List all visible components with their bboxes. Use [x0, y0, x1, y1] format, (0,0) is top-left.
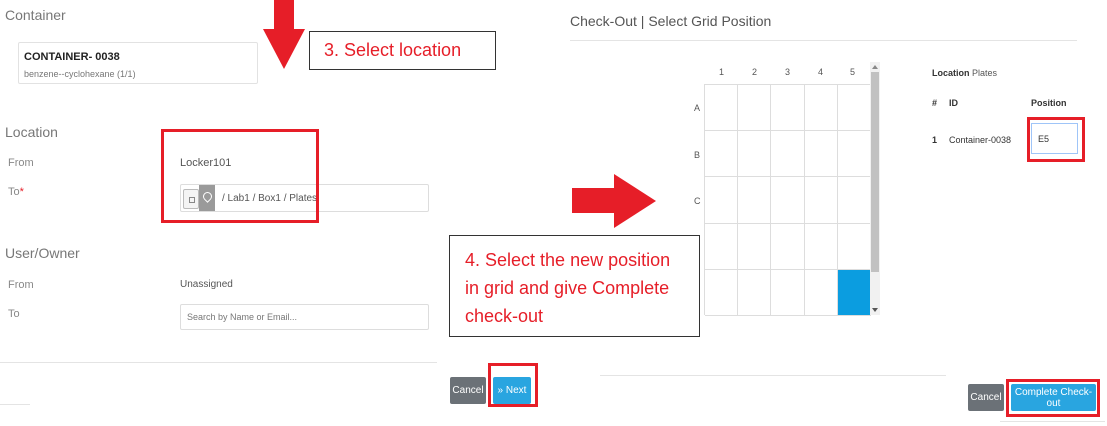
- grid-cell-B4[interactable]: [804, 131, 838, 178]
- arrow-right-icon: [572, 188, 616, 213]
- grid-cell-B2[interactable]: [738, 131, 772, 178]
- grid-cell-C1[interactable]: [705, 177, 739, 224]
- location-highlight-box: [161, 129, 319, 223]
- position-input[interactable]: [1031, 123, 1078, 154]
- owner-section-title: User/Owner: [5, 245, 80, 261]
- grid-row-label: B: [694, 150, 701, 160]
- container-section-title: Container: [5, 7, 66, 23]
- grid-cell-D1[interactable]: [705, 223, 739, 270]
- arrow-down-head-icon: [263, 29, 305, 69]
- scan-icon[interactable]: [183, 189, 199, 209]
- owner-from-value: Unassigned: [180, 279, 233, 290]
- grid-cell-B5[interactable]: [837, 131, 871, 178]
- grid-cell-C2[interactable]: [738, 177, 772, 224]
- grid-cell-B1[interactable]: [705, 131, 739, 178]
- divider: [600, 375, 946, 376]
- step3-note: 3. Select location: [309, 31, 496, 70]
- grid-col-label: 1: [719, 67, 725, 77]
- arrow-right-head-icon: [614, 174, 656, 228]
- grid-cell-E2[interactable]: [738, 269, 772, 316]
- scroll-down-icon[interactable]: [872, 308, 878, 312]
- location-info-value: Plates: [972, 68, 998, 78]
- position-highlight-box: [1027, 117, 1085, 162]
- container-card[interactable]: CONTAINER- 0038 benzene--cyclohexane (1/…: [18, 42, 258, 84]
- grid-row-label: C: [694, 196, 701, 206]
- container-name: CONTAINER- 0038: [24, 51, 120, 63]
- grid-col-label: 5: [850, 67, 856, 77]
- grid-col-label: 4: [818, 67, 824, 77]
- grid-cell-E3[interactable]: [771, 269, 805, 316]
- complete-checkout-highlight-box: [1006, 379, 1100, 417]
- scroll-up-icon[interactable]: [872, 65, 878, 69]
- row-container-id: Container-0038: [949, 135, 1012, 145]
- step4-note: 4. Select the new position in grid and g…: [449, 235, 700, 337]
- grid-cell-A5[interactable]: [837, 85, 871, 132]
- col-header-index: #: [932, 98, 938, 108]
- grid-cell-D2[interactable]: [738, 223, 772, 270]
- grid-cell-A2[interactable]: [738, 85, 772, 132]
- location-path: / Lab1 / Box1 / Plates: [222, 193, 318, 204]
- location-info-label: Location: [932, 68, 970, 78]
- divider: [570, 40, 1077, 41]
- grid-cell-A1[interactable]: [705, 85, 739, 132]
- location-to-input[interactable]: / Lab1 / Box1 / Plates: [180, 184, 429, 212]
- cancel-button[interactable]: Cancel: [450, 377, 486, 404]
- grid-cell-D5[interactable]: [837, 223, 871, 270]
- owner-from-label: From: [8, 279, 34, 291]
- dialog-title: Check-Out | Select Grid Position: [570, 13, 772, 29]
- location-to-label-text: To: [8, 186, 20, 198]
- grid-col-label: 2: [752, 67, 758, 77]
- grid-cell-E4[interactable]: [804, 269, 838, 316]
- grid-cell-D4[interactable]: [804, 223, 838, 270]
- grid-cell-B3[interactable]: [771, 131, 805, 178]
- divider: [1000, 421, 1105, 422]
- grid-cell-C4[interactable]: [804, 177, 838, 224]
- grid-cell-A4[interactable]: [804, 85, 838, 132]
- location-to-label: To*: [8, 186, 24, 198]
- location-section-title: Location: [5, 124, 58, 140]
- grid-cell-C3[interactable]: [771, 177, 805, 224]
- grid-scrollbar-thumb[interactable]: [871, 72, 879, 272]
- row-index: 1: [932, 135, 938, 145]
- arrow-down-icon: [274, 0, 294, 30]
- divider: [0, 404, 30, 405]
- grid-cell-A3[interactable]: [771, 85, 805, 132]
- grid-col-label: 3: [785, 67, 791, 77]
- next-button[interactable]: » Next: [493, 377, 531, 404]
- required-mark: *: [19, 186, 24, 198]
- grid-cell-D3[interactable]: [771, 223, 805, 270]
- cancel-button-checkout[interactable]: Cancel: [968, 384, 1004, 411]
- col-header-position: Position: [1031, 98, 1067, 108]
- next-highlight-box: [488, 363, 538, 407]
- container-contents: benzene--cyclohexane (1/1): [24, 69, 136, 79]
- location-from-value: Locker101: [180, 157, 232, 169]
- owner-search-input[interactable]: [180, 304, 429, 330]
- col-header-id: ID: [949, 98, 958, 108]
- map-pin-icon[interactable]: [199, 185, 215, 211]
- divider: [0, 362, 437, 363]
- location-from-label: From: [8, 157, 34, 169]
- complete-checkout-button[interactable]: Complete Check-out: [1011, 384, 1096, 411]
- grid-cell-C5[interactable]: [837, 177, 871, 224]
- grid-cell-E1[interactable]: [705, 269, 739, 316]
- location-info: Location Plates: [932, 68, 997, 78]
- position-grid: [704, 84, 871, 316]
- owner-to-label: To: [8, 308, 20, 320]
- grid-cell-E5[interactable]: [837, 269, 871, 316]
- grid-row-label: A: [694, 103, 701, 113]
